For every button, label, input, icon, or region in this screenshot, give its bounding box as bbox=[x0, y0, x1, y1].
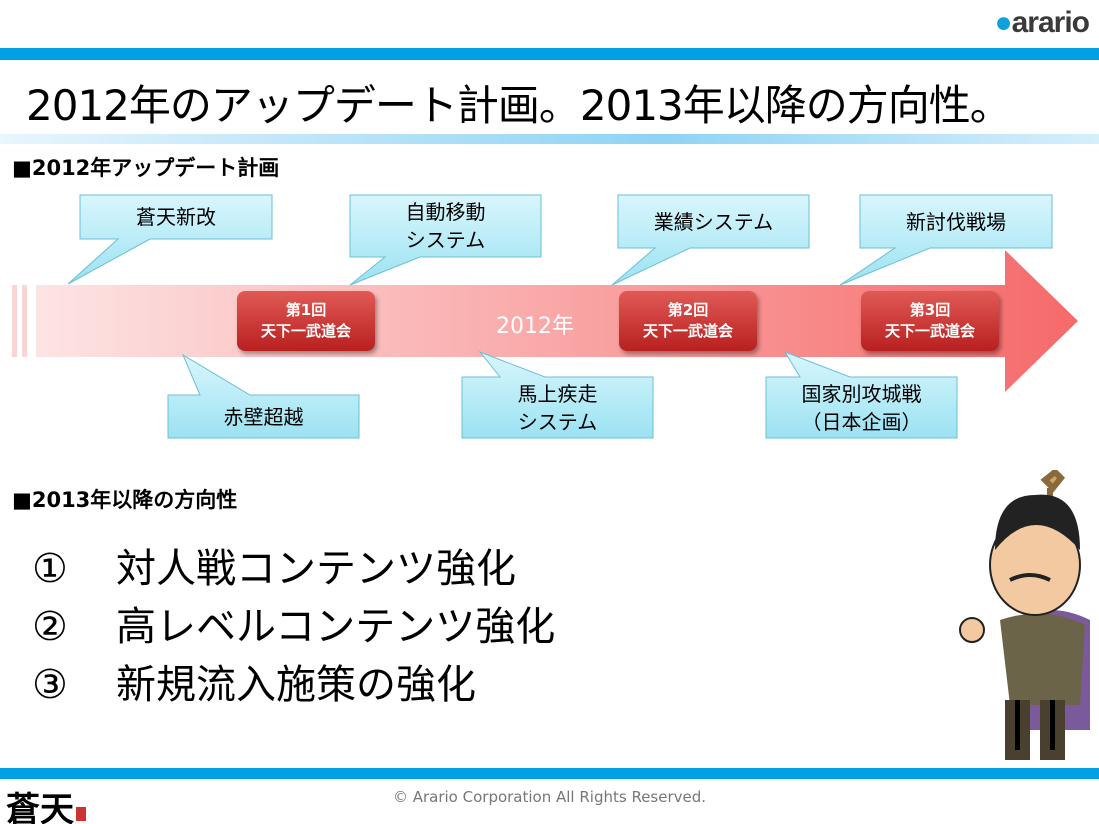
item-text: 対人戦コンテンツ強化 bbox=[116, 546, 516, 592]
bottom-bar bbox=[0, 768, 1099, 779]
section-heading-2013: ■2013年以降の方向性 bbox=[12, 488, 238, 512]
timeline-year: 2012年 bbox=[496, 314, 574, 339]
callout-label: システム bbox=[517, 409, 598, 434]
callout-shape bbox=[765, 351, 958, 439]
timeline-graphic bbox=[12, 194, 1078, 439]
item-number: ③ bbox=[32, 662, 68, 708]
event-number: 第2回 bbox=[667, 301, 709, 319]
character-illustration bbox=[959, 470, 1090, 760]
soten-game-logo: 蒼天 bbox=[6, 782, 86, 824]
callout-label: 赤壁超越 bbox=[223, 404, 304, 429]
callout-bottom-3: 国家別攻城戦 （日本企画） bbox=[766, 377, 957, 438]
callout-label: 業績システム bbox=[653, 209, 774, 234]
event-badge-3: 第3回天下一武道会 bbox=[861, 291, 999, 351]
callout-label: 蒼天新改 bbox=[136, 205, 216, 229]
callout-label: 国家別攻城戦 bbox=[801, 381, 922, 406]
title-underline bbox=[0, 134, 1099, 144]
callout-bottom-2: 馬上疾走システム bbox=[462, 377, 653, 438]
event-badge-2: 第2回天下一武道会 bbox=[619, 291, 757, 351]
item-number: ① bbox=[32, 546, 68, 592]
callout-label: 新討伐戦場 bbox=[906, 209, 1006, 234]
callout-shape bbox=[67, 194, 273, 285]
callout-shape bbox=[167, 353, 360, 439]
callout-top-4: 新討伐戦場 bbox=[860, 195, 1052, 248]
event-badge-1: 第1回天下一武道会 bbox=[237, 291, 375, 351]
callout-top-3: 業績システム bbox=[618, 195, 809, 248]
callout-shape bbox=[461, 350, 654, 439]
copyright-text: © Arario Corporation All Rights Reserved… bbox=[392, 788, 707, 806]
callout-label: システム bbox=[405, 228, 486, 252]
event-number: 第3回 bbox=[909, 301, 951, 319]
callout-top-1: 蒼天新改 bbox=[80, 195, 272, 239]
timeline-arrow bbox=[36, 250, 1078, 392]
event-number: 第1回 bbox=[285, 301, 327, 319]
item-text: 高レベルコンテンツ強化 bbox=[116, 604, 556, 650]
timeline-stripe bbox=[22, 285, 27, 357]
callout-bottom-1: 赤壁超越 bbox=[168, 395, 359, 438]
top-bar bbox=[0, 48, 1099, 60]
direction-item-2: ② 高レベルコンテンツ強化 bbox=[32, 594, 555, 652]
callout-shape bbox=[611, 194, 810, 286]
callout-label: 馬上疾走 bbox=[517, 381, 598, 406]
callout-label: （日本企画） bbox=[801, 409, 922, 434]
section-heading-2012: ■2012年アップデート計画 bbox=[12, 156, 280, 180]
slide-title: 2012年のアップデート計画。2013年以降の方向性。 bbox=[26, 81, 1012, 130]
item-text: 新規流入施策の強化 bbox=[116, 662, 476, 708]
event-name: 天下一武道会 bbox=[642, 322, 733, 340]
item-number: ② bbox=[32, 604, 68, 650]
direction-item-1: ① 対人戦コンテンツ強化 bbox=[32, 536, 516, 594]
timeline-stripe bbox=[12, 285, 17, 357]
callout-shape bbox=[349, 194, 542, 286]
direction-item-3: ③ 新規流入施策の強化 bbox=[32, 652, 476, 710]
callout-shape bbox=[839, 194, 1053, 286]
callout-top-2: 自動移動システム bbox=[350, 195, 541, 257]
arario-logo: ●arario bbox=[994, 6, 1090, 39]
callout-label: 自動移動 bbox=[405, 200, 486, 224]
event-name: 天下一武道会 bbox=[884, 322, 975, 340]
event-name: 天下一武道会 bbox=[260, 322, 351, 340]
